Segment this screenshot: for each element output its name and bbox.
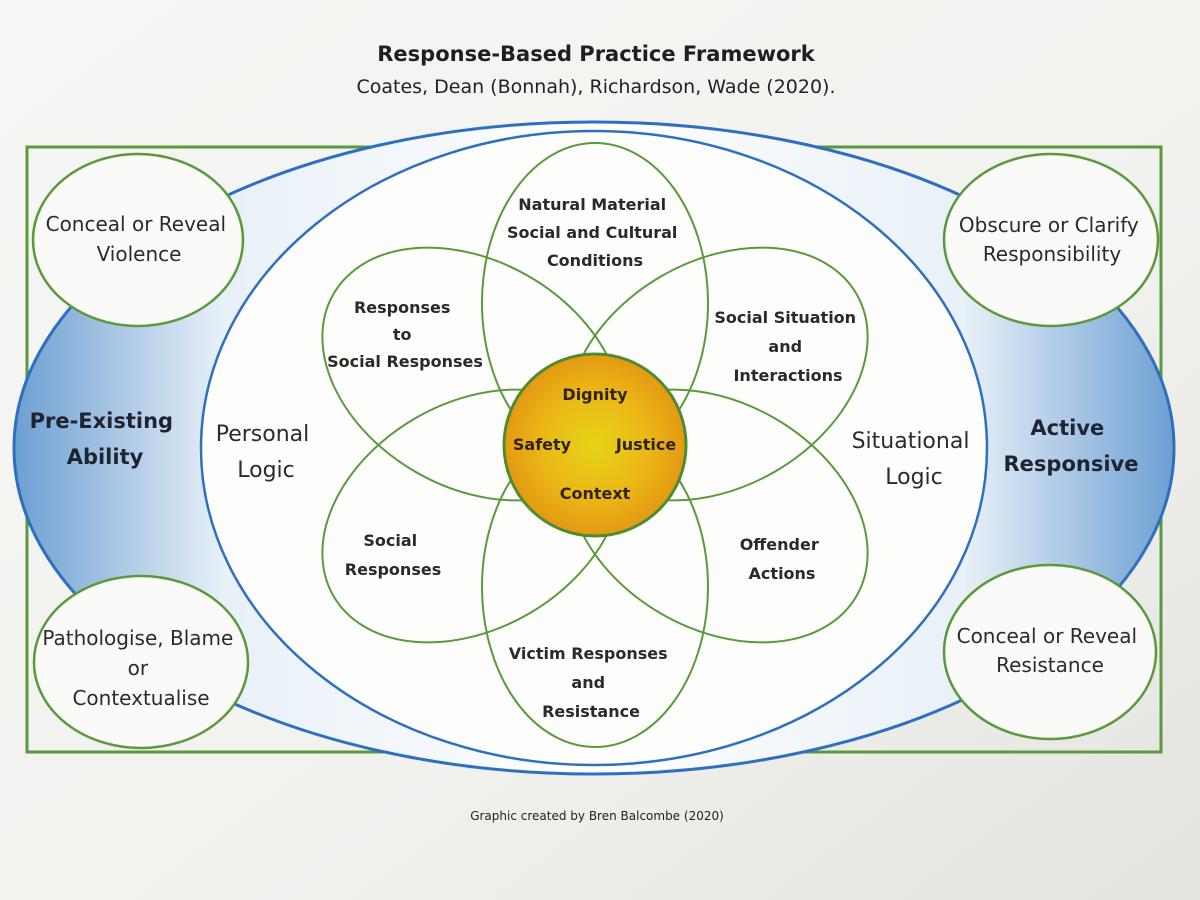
petal-label-top: Natural Material Social and Cultural Con… — [507, 195, 683, 270]
petal-label-bottom-left: Social Responses — [345, 531, 441, 579]
petal-label-top-right: Social Situation and Interactions — [714, 308, 861, 385]
corner-label-top-left: Conceal or Reveal Violence — [46, 212, 233, 266]
center-label-safety: Safety — [513, 435, 572, 454]
diagram-title: Response-Based Practice Framework — [377, 42, 815, 66]
center-label-context: Context — [560, 484, 631, 503]
corner-circle-bottom-right — [942, 563, 1158, 741]
corner-label-bottom-right: Conceal or Reveal Resistance — [957, 624, 1144, 677]
corner-circle-top-left — [31, 152, 245, 328]
side-label-left: Pre-Existing Ability — [30, 409, 181, 469]
corner-label-top-right: Obscure or Clarify Responsibility — [959, 213, 1145, 266]
side-label-right: Active Responsive — [1004, 416, 1139, 476]
diagram-subtitle: Coates, Dean (Bonnah), Richardson, Wade … — [356, 76, 835, 98]
logic-label-left: Personal Logic — [216, 422, 317, 483]
center-label-dignity: Dignity — [562, 385, 628, 404]
petal-label-top-left: Responses to Social Responses — [327, 298, 483, 371]
logic-label-right: Situational Logic — [852, 429, 977, 490]
corner-circle-bottom-left — [32, 574, 250, 750]
corner-circle-top-right — [942, 152, 1160, 328]
petal-label-bottom-right: Offender Actions — [740, 535, 825, 583]
center-label-justice: Justice — [615, 435, 676, 454]
graphic-credit: Graphic created by Bren Balcombe (2020) — [470, 809, 724, 823]
petal-label-bottom: Victim Responses and Resistance — [509, 644, 673, 721]
center-disk — [502, 352, 688, 538]
corner-label-bottom-left: Pathologise, Blame or Contextualise — [42, 626, 239, 710]
